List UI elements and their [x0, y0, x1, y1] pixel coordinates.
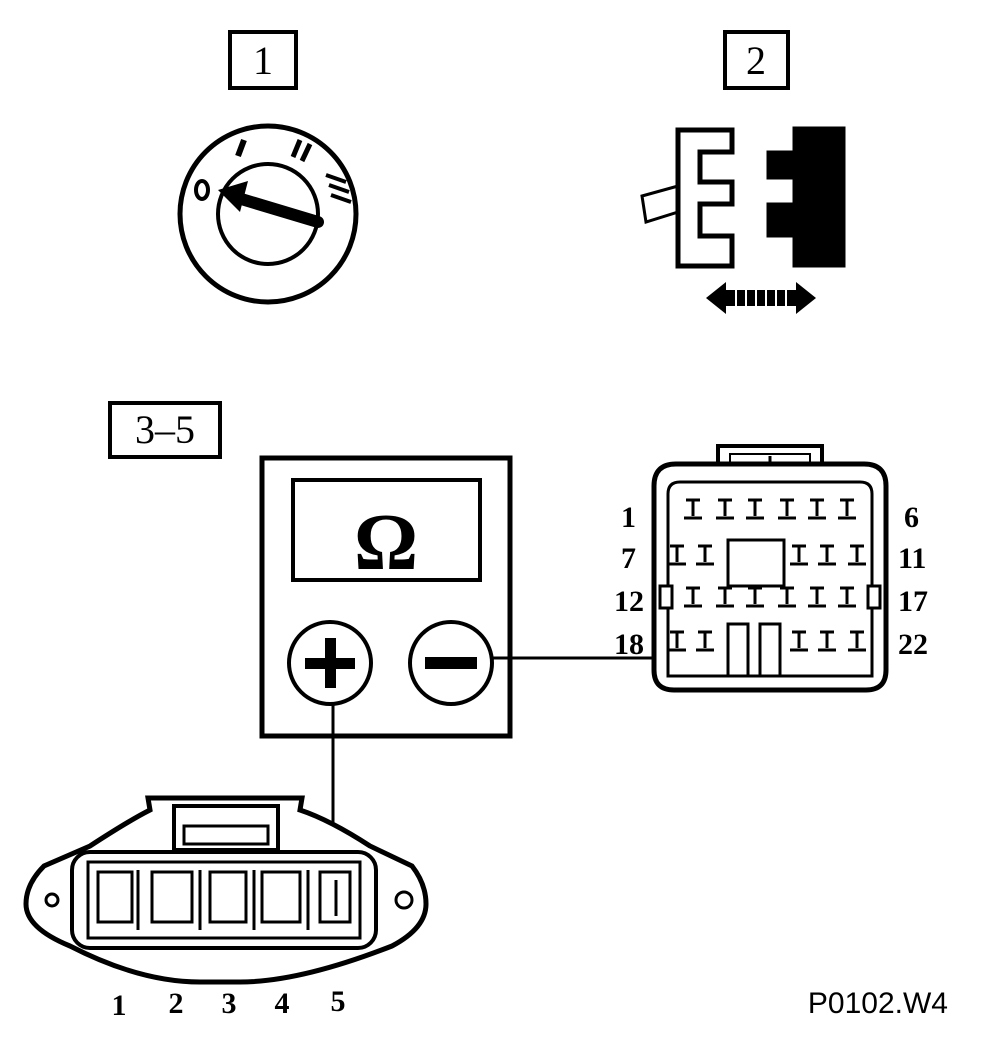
- pin-label-18: 18: [614, 628, 644, 661]
- terminal-row-4: [668, 630, 866, 652]
- ohmmeter-display: [291, 478, 482, 582]
- large-connector: [651, 444, 889, 693]
- pin-label-12: 12: [614, 585, 644, 618]
- step-1-label-box: 1: [228, 30, 298, 90]
- small-connector: [23, 795, 429, 985]
- small-pin-label-3: 3: [222, 987, 237, 1020]
- ohmmeter: Ω: [259, 455, 513, 739]
- small-connector-cavity-1: [96, 870, 134, 924]
- step-3-5-label: 3–5: [135, 407, 195, 452]
- pin-label-22: 22: [898, 628, 928, 661]
- small-pin-label-4: 4: [275, 987, 290, 1020]
- key-arrow-icon: [218, 181, 324, 228]
- ignition-switch: [177, 123, 359, 305]
- terminal-row-1: [684, 498, 856, 520]
- separate-double-arrow-icon: [706, 282, 816, 314]
- pin-label-1: 1: [621, 501, 636, 534]
- terminal-row-2: [668, 544, 866, 566]
- figure-code: P0102.W4: [808, 987, 948, 1020]
- negative-terminal: [408, 620, 494, 706]
- small-pin-label-5: 5: [331, 985, 346, 1018]
- step-3-5-label-box: 3–5: [108, 401, 222, 459]
- step-1-label: 1: [253, 38, 273, 83]
- small-connector-cavity-4: [260, 870, 302, 924]
- terminal-row-3: [684, 586, 856, 608]
- small-pin-label-2: 2: [169, 987, 184, 1020]
- position-I-mark: [235, 138, 247, 158]
- step-2-label-box: 2: [723, 30, 790, 90]
- ohm-symbol: Ω: [354, 499, 418, 587]
- step-2-label: 2: [746, 38, 766, 83]
- connector-disconnect-illustration: [640, 126, 846, 314]
- position-0-mark: [194, 179, 210, 201]
- pin-label-17: 17: [898, 585, 928, 618]
- pin-label-11: 11: [898, 542, 926, 575]
- positive-terminal: [287, 620, 373, 706]
- small-connector-cavity-3: [208, 870, 248, 924]
- position-II-mark: [290, 139, 313, 163]
- pin-label-7: 7: [621, 542, 636, 575]
- small-connector-cavity-2: [150, 870, 194, 924]
- small-pin-label-1: 1: [112, 989, 127, 1022]
- position-III-mark: [325, 173, 352, 204]
- pin-label-6: 6: [904, 501, 919, 534]
